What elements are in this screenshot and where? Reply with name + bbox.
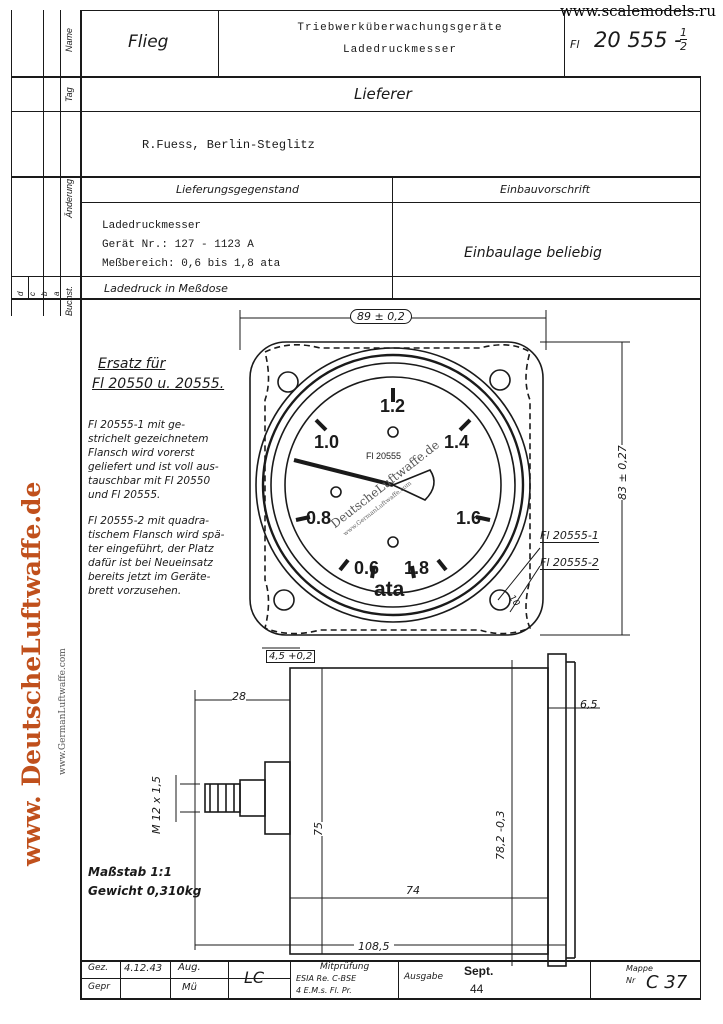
bezel-outer (255, 347, 531, 623)
side-body (289, 667, 549, 955)
item-footnote: Ladedruck in Meßdose (104, 282, 228, 295)
mount-hole-bl (273, 589, 295, 611)
item-line3: Meßbereich: 0,6 bis 1,8 ata (102, 258, 281, 270)
footer-ausgabe-year: 44 (470, 982, 484, 996)
dim-len-108: 108,5 (354, 940, 394, 953)
dial-label-1-6: 1.6 (456, 508, 482, 528)
ersatz-title: Ersatz für Fl 20550 u. 20555. (92, 356, 225, 392)
lieferer-value: R.Fuess, Berlin-Steglitz (142, 138, 315, 152)
footer-lc: LC (244, 968, 265, 987)
dim-len-74: 74 (406, 884, 420, 897)
dim-dia-75: 75 (312, 822, 325, 836)
dial-label-1-0: 1.0 (314, 432, 340, 452)
note-variant-2: Fl 20555-2 mit quadra-tischem Flansch wi… (88, 515, 225, 597)
square-flange (249, 341, 544, 636)
fl-prefix: Fl (570, 38, 580, 51)
gewicht: Gewicht 0,310kg (88, 884, 202, 898)
callout-variant-2: Fl 20555-2 (540, 556, 599, 570)
footer-mappe-label: Mappe (626, 964, 653, 973)
site-watermark: www.scalemodels.ru (556, 2, 719, 20)
dim-height-83: 83 ± 0,27 (616, 445, 629, 500)
fl-suffix: 1 2 (680, 26, 687, 53)
pointer-needle (293, 458, 394, 487)
footer-mitpruefung-label: Mitprüfung (320, 962, 370, 972)
item-line2: Gerät Nr.: 127 - 1123 A (102, 239, 254, 251)
dim-hole-4-5: 4,5 +0,2 (266, 650, 316, 663)
dim-flange-6-5: 6,5 (580, 698, 598, 711)
massstab: Maßstab 1:1 (88, 865, 172, 879)
footer-nr-label: Nr (626, 976, 636, 985)
footer-date: 4.12.43 (124, 963, 163, 974)
dial-model: Fl 20555 (366, 451, 402, 461)
footer-mitpruefung-2: 4 E.M.s. Fl. Pr. (296, 986, 352, 995)
dial-unit: ata (374, 578, 405, 601)
item-line1: Ladedruckmesser (102, 220, 202, 232)
mount-hole-tl (277, 371, 299, 393)
footer-ausgabe-month: Sept. (464, 964, 494, 978)
dim-thread: M 12 x 1,5 (150, 776, 163, 834)
footer-ausgabe-label: Ausgabe (404, 972, 444, 982)
lieferungsgegenstand-label: Lieferungsgegenstand (176, 183, 299, 196)
dial-label-0-6: 0.6 (354, 558, 380, 578)
dim-width-89: 89 ± 0,2 (350, 309, 412, 324)
callout-variant-1: Fl 20555-1 (540, 529, 599, 543)
dim-dia-78: 78,2 -0,3 (494, 810, 507, 860)
fliege-label: Flieg (128, 32, 169, 52)
fl-number: 20 555 - (594, 28, 682, 52)
header-title-line2: Ladedruckmesser (342, 44, 458, 56)
footer-gepr-label: Gepr (88, 982, 110, 992)
lieferer-label: Lieferer (354, 85, 412, 103)
dial-label-1-2: 1.2 (380, 396, 406, 416)
header-title-line1: Triebwerküberwachungsgeräte (297, 22, 503, 34)
note-variant-1: Fl 20555-1 mit ge-strichelt gezeichnetem… (88, 419, 219, 501)
dial-face (284, 376, 502, 594)
einbau-value: Einbaulage beliebig (464, 245, 602, 261)
mount-hole-br (489, 589, 511, 611)
nut (264, 761, 291, 835)
dim-depth-28: 28 (232, 690, 246, 703)
dashed-flange (264, 344, 532, 635)
footer-mitpruefung-1: ESIA Re. C-BSE (296, 974, 357, 983)
side-flange (547, 653, 567, 967)
footer-gez-label: Gez. (88, 963, 109, 973)
dial-label-1-4: 1.4 (444, 432, 470, 452)
thread-stub (204, 783, 241, 813)
dial-label-0-8: 0.8 (306, 508, 332, 528)
pointer-tail (391, 469, 435, 501)
footer-gepr-signature: Mü (182, 982, 197, 993)
footer-gez-signature: Aug. (178, 962, 201, 973)
einbau-label: Einbauvorschrift (500, 183, 590, 196)
footer-mappe-value: C 37 (646, 972, 688, 993)
dial-label-1-8: 1.8 (404, 558, 430, 578)
mount-hole-tr (489, 369, 511, 391)
